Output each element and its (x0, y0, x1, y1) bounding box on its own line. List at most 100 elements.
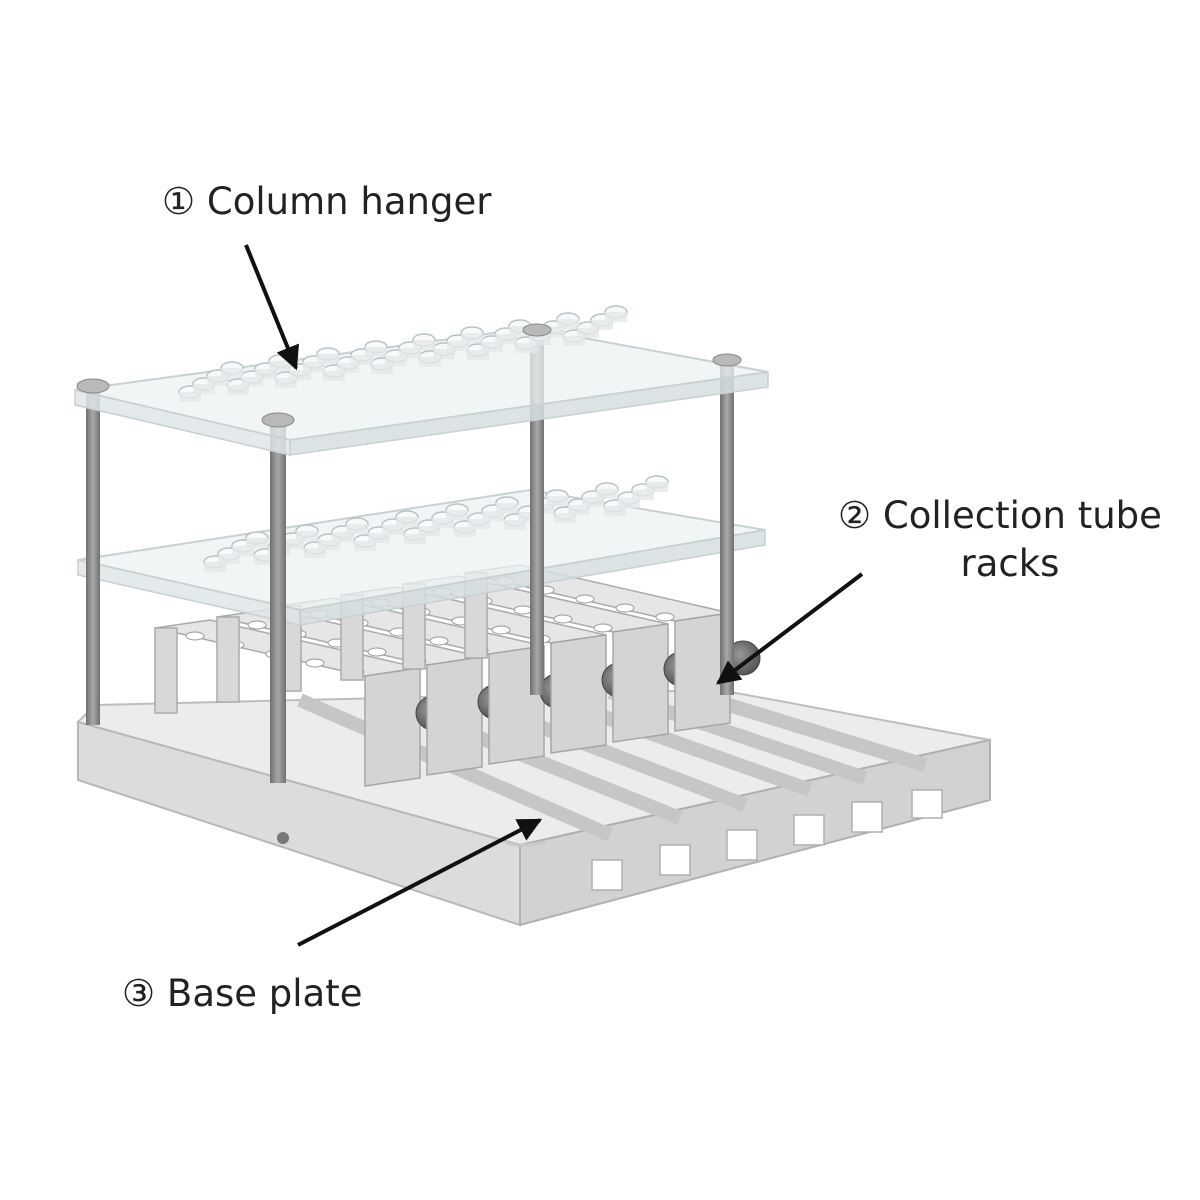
column-hole-wall (446, 510, 468, 520)
column-hole-wall (354, 541, 376, 551)
column-hole-wall (419, 357, 441, 367)
column-hole-wall (179, 392, 201, 402)
column-hole-wall (518, 512, 540, 522)
base-plate-hole (277, 832, 289, 844)
base-plate (76, 683, 991, 927)
column-hole-wall (632, 490, 654, 500)
column-hole-wall (447, 341, 469, 351)
column-hole-wall (332, 532, 354, 542)
column-hole-wall (282, 539, 304, 549)
column-hole-wall (467, 350, 489, 360)
column-hole-wall (218, 554, 240, 564)
column-hole-wall (193, 384, 215, 394)
column-hole-wall (232, 546, 254, 556)
arrow-icon (244, 244, 299, 371)
column-hole-wall (554, 513, 576, 523)
column-hole-wall (468, 519, 490, 529)
column-hole-wall (304, 548, 326, 558)
column-hole-wall (318, 540, 340, 550)
column-hole-wall (413, 340, 435, 350)
column-hole-wall (207, 376, 229, 386)
rod-cap (261, 412, 295, 428)
column-hole-wall (496, 503, 518, 513)
column-hole-wall (227, 385, 249, 395)
label-base-plate: ③ Base plate (122, 972, 363, 1015)
column-hole-wall (568, 505, 590, 515)
column-hole-wall (454, 527, 476, 537)
column-hole-wall (296, 531, 318, 541)
rod-cap (522, 323, 552, 337)
tube-hole (513, 605, 533, 615)
tube-hole (247, 620, 267, 630)
column-hole-wall (346, 524, 368, 534)
column-hole-wall (385, 356, 407, 366)
support-rods (86, 335, 734, 783)
column-hole-wall (275, 378, 297, 388)
column-hole-wall (582, 497, 604, 507)
column-hole-wall (605, 312, 627, 322)
column-hole-wall (577, 328, 599, 338)
column-hole-wall (604, 506, 626, 516)
column-hole-wall (204, 562, 226, 572)
column-hole-wall (254, 555, 276, 565)
column-hole-wall (371, 364, 393, 374)
column-hole-wall (365, 347, 387, 357)
column-hole-wall (482, 511, 504, 521)
base-plate-slots (591, 789, 943, 891)
rod-cap (712, 353, 742, 367)
column-hole-wall (529, 335, 551, 345)
column-hole-wall (255, 369, 277, 379)
column-hole-wall (563, 336, 585, 346)
column-hole-wall (382, 525, 404, 535)
column-hole-wall (509, 326, 531, 336)
column-hole-wall (591, 320, 613, 330)
column-hole-wall (404, 534, 426, 544)
arrow-icon (297, 818, 543, 947)
tube-hole (575, 594, 595, 604)
column-hole-wall (303, 362, 325, 372)
tube-hole (553, 614, 573, 624)
column-hole-wall (596, 489, 618, 499)
column-hole-wall (368, 533, 390, 543)
column-hole-wall (221, 368, 243, 378)
tube-hole (305, 658, 325, 668)
column-hole-wall (504, 520, 526, 530)
column-hole-wall (323, 371, 345, 381)
tube-hole (367, 647, 387, 657)
tube-hole (429, 636, 449, 646)
column-hole-wall (269, 361, 291, 371)
arrow-icon (716, 572, 864, 685)
column-hole-wall (246, 538, 268, 548)
column-hole-wall (418, 526, 440, 536)
label-collection-tube-racks-line1: ② Collection tube (838, 494, 1162, 537)
rod-back-right (720, 365, 734, 695)
column-hole-wall (433, 349, 455, 359)
label-column-hanger: ① Column hanger (162, 180, 492, 223)
tube-hole (593, 623, 613, 633)
tube-hole (655, 612, 675, 622)
column-hole-wall (618, 498, 640, 508)
column-hole-wall (399, 348, 421, 358)
tube-hole (185, 631, 205, 641)
column-hanger (74, 305, 769, 456)
column-hole-wall (646, 482, 668, 492)
column-hole-wall (557, 319, 579, 329)
label-collection-tube-racks: ② Collection tube racks (838, 492, 1162, 588)
column-hole-wall (432, 518, 454, 528)
column-hole-wall (317, 354, 339, 364)
rod-front-left (270, 418, 286, 783)
label-collection-tube-racks-line2: racks (960, 542, 1060, 586)
column-hole-wall (241, 377, 263, 387)
callout-arrows (244, 244, 864, 947)
tube-hole (491, 625, 511, 635)
column-hole-wall (515, 343, 537, 353)
tube-hole (615, 603, 635, 613)
column-hole-wall (351, 355, 373, 365)
column-hole-wall (396, 517, 418, 527)
rod-cap (76, 378, 110, 394)
rod-back-mid (530, 335, 544, 695)
column-hole-wall (543, 327, 565, 337)
column-hole-wall (481, 342, 503, 352)
column-hole-wall (337, 363, 359, 373)
